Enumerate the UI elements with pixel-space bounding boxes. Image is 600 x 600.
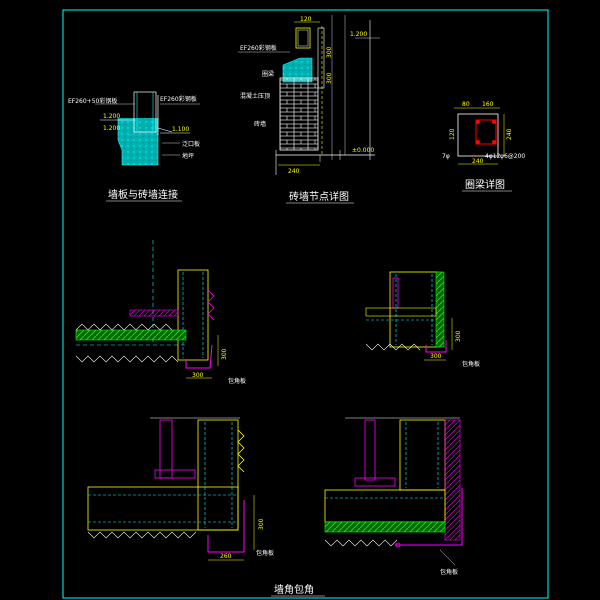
label-node-panel: EF260彩钢板 [240, 44, 277, 52]
label-ground: 地坪 [182, 152, 194, 160]
rebar-top: 4φ12 [485, 153, 501, 160]
detail-wall-panel-connection: EF260+50彩钢板 EF260彩钢板 1.200 1.200 1.100 泛… [68, 91, 200, 202]
level-node: 1.200 [350, 31, 367, 38]
corner-detail-1: 300 300 包角板 [75, 240, 246, 385]
label-wrap-4: 包角板 [440, 568, 458, 576]
zero-level: ±0.000 [352, 147, 374, 154]
corner1-h: 300 [192, 372, 204, 379]
beam-bottom: 240 [472, 158, 484, 165]
detail-brick-wall-node: 120 1.200 240 ±0.000 300 300 EF260彩钢板 圈梁… [238, 15, 380, 204]
label-node-beam: 圈梁 [262, 70, 274, 78]
beam-w2: 160 [482, 101, 494, 108]
corner-detail-3: 300 260 包角板 [87, 417, 274, 561]
label-wrap-2: 包角板 [462, 360, 480, 368]
level-1: 1.200 [103, 113, 120, 120]
beam-w1: 80 [462, 101, 470, 108]
detail-ring-beam: 80 160 240 120 240 7φ 4φ12 φ6@200 圈梁详图 [442, 101, 525, 192]
title-brick-node: 砖墙节点详图 [289, 190, 349, 203]
corner2-v: 300 [455, 330, 462, 342]
dim-node-240: 240 [288, 168, 300, 175]
corner3-v: 300 [258, 518, 265, 530]
label-node-brick: 砖墙 [254, 120, 266, 128]
level-3: 1.100 [172, 126, 189, 133]
title-wall-panel: 墙板与砖墙连接 [108, 188, 178, 201]
label-panel-left: EF260+50彩钢板 [68, 97, 117, 105]
level-2: 1.200 [103, 125, 120, 132]
dim-node-h2: 300 [326, 72, 333, 84]
dim-node-h1: 300 [326, 46, 333, 58]
corner2-h: 300 [430, 353, 442, 360]
drawing-border [62, 9, 549, 599]
title-ring-beam: 圈梁详图 [465, 178, 505, 191]
corner-detail-4: 包角板 [324, 417, 463, 576]
corner-detail-2: 300 300 包角板 [365, 271, 480, 368]
label-node-mortar: 混凝土压顶 [240, 92, 270, 100]
label-wrap-3: 包角板 [256, 549, 274, 557]
corner1-v: 300 [221, 348, 228, 360]
beam-h: 240 [506, 128, 513, 140]
dim-node-120: 120 [300, 16, 312, 23]
corner3-h: 260 [220, 553, 232, 560]
label-wrap-1: 包角板 [228, 377, 246, 385]
rebar-right: φ6@200 [500, 153, 525, 160]
label-panel-right: EF260彩钢板 [160, 95, 197, 103]
label-eave-plate: 泛口板 [182, 140, 200, 148]
beam-side: 120 [449, 128, 456, 140]
rebar-left: 7φ [442, 153, 450, 160]
title-corner: 墙角包角 [274, 583, 314, 596]
